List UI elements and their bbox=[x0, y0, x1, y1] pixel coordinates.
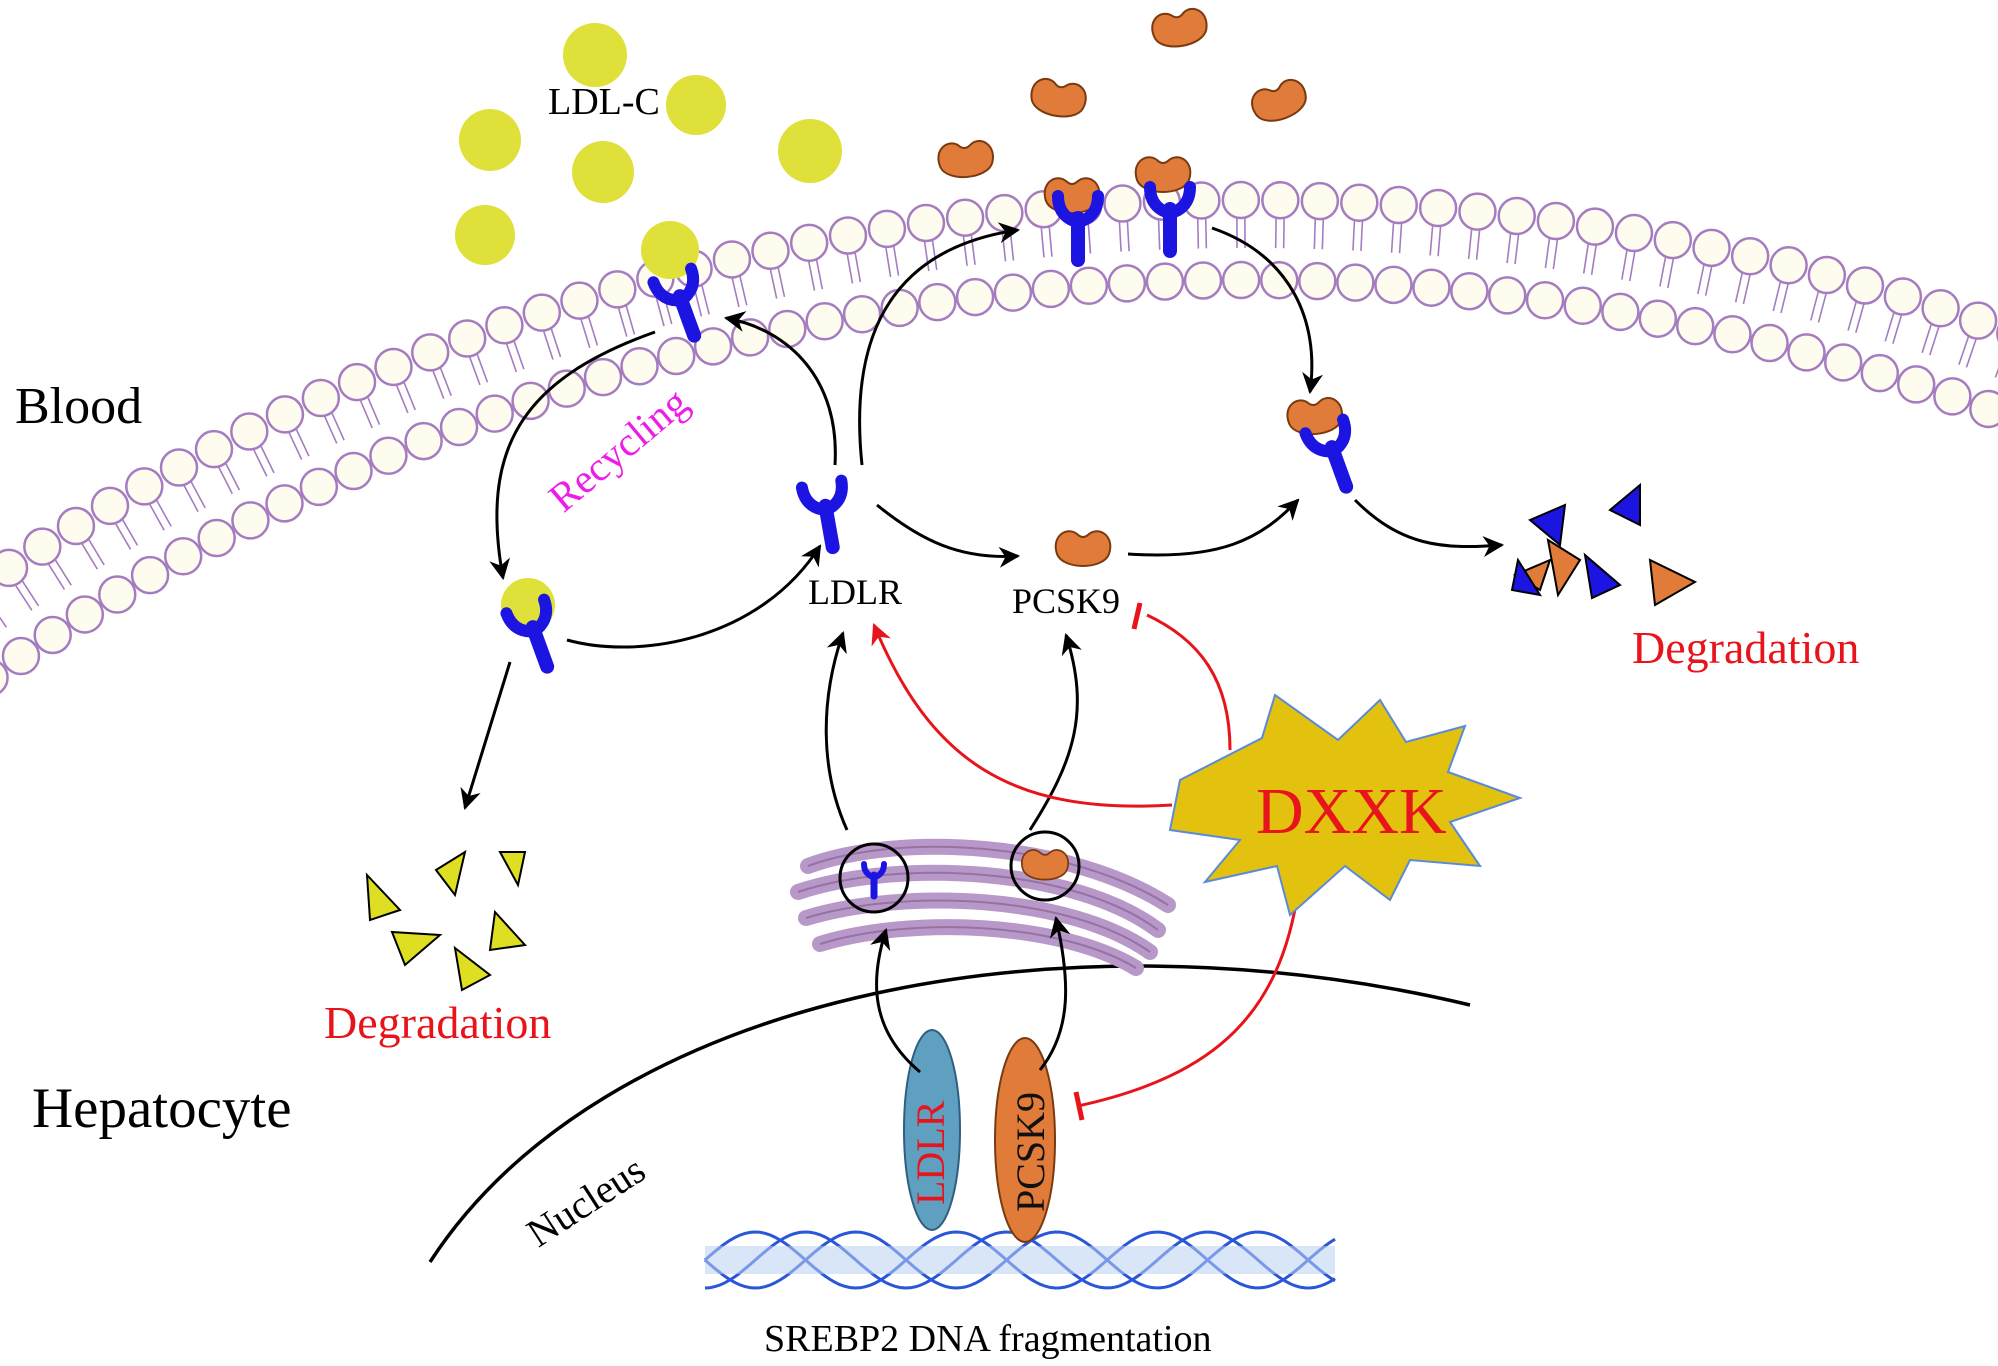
cell-membrane-bilayer bbox=[0, 180, 1998, 694]
degradation-label-left: Degradation bbox=[324, 997, 552, 1048]
degradation-fragments-left bbox=[365, 849, 528, 992]
red-regulation-arrows bbox=[871, 602, 1300, 1121]
hepatocyte-label: Hepatocyte bbox=[32, 1077, 292, 1140]
ldlr-label: LDLR bbox=[808, 572, 902, 612]
srebp2-dna-fragmentation-label: SREBP2 DNA fragmentation bbox=[764, 1318, 1212, 1360]
black-arrows bbox=[460, 222, 1505, 1074]
degradation-label-right: Degradation bbox=[1632, 622, 1860, 673]
pcsk9-label: PCSK9 bbox=[1012, 581, 1121, 621]
dxxk-burst bbox=[1168, 693, 1524, 917]
degradation-fragments-right bbox=[1510, 482, 1698, 607]
gene-pcsk9 bbox=[994, 1037, 1056, 1243]
blood-label: Blood bbox=[15, 378, 143, 435]
ldl-c-label: LDL-C bbox=[548, 81, 660, 123]
nucleus bbox=[428, 964, 1471, 1263]
gene-ldlr bbox=[903, 1029, 961, 1231]
srebp2-dna-helix bbox=[704, 1230, 1336, 1290]
ldl-c-particles bbox=[455, 23, 842, 632]
gene-ldlr-label: LDLR bbox=[908, 1100, 953, 1205]
dxxk-label: DXXK bbox=[1256, 775, 1447, 848]
gene-pcsk9-label: PCSK9 bbox=[1008, 1091, 1053, 1212]
golgi-apparatus bbox=[790, 830, 1176, 976]
